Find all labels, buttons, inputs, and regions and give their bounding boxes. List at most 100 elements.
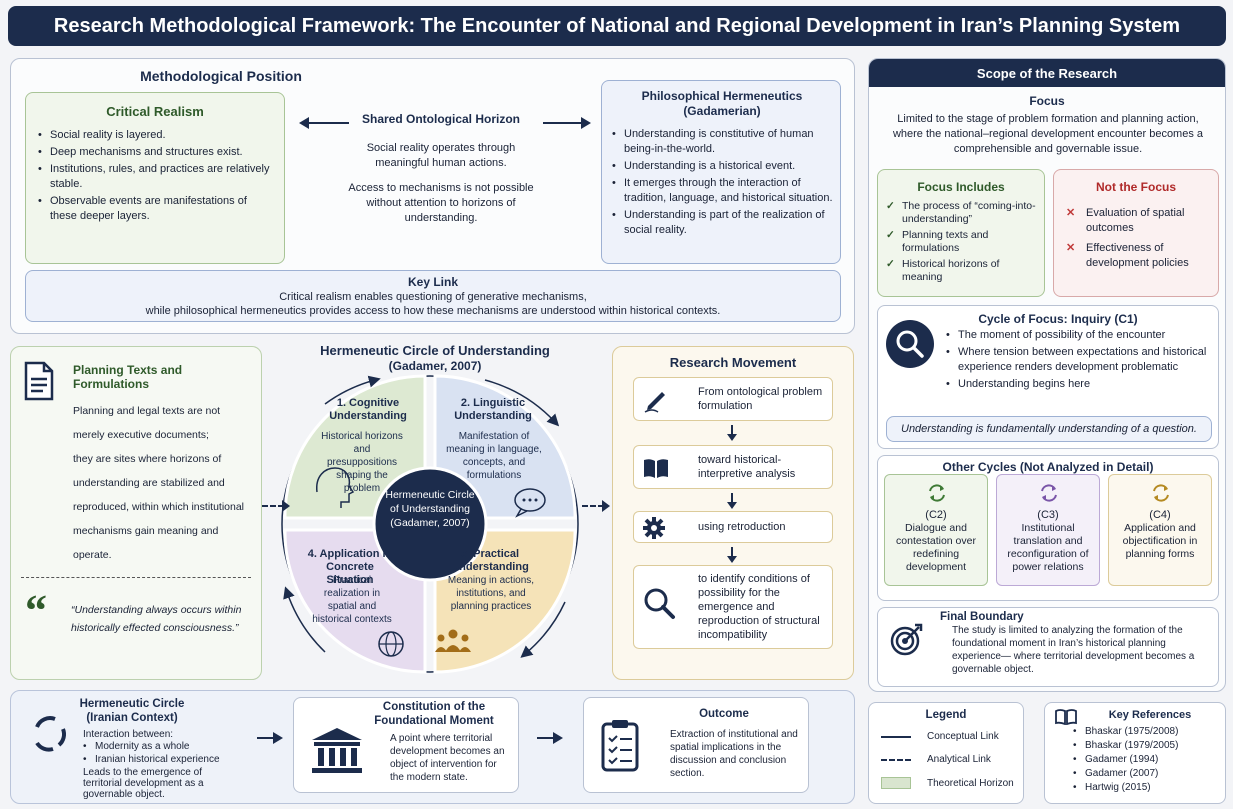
- q4-desc: Practical realization in spatial and his…: [312, 575, 392, 625]
- down-arrow: [727, 493, 737, 509]
- bank-icon: [312, 728, 362, 773]
- pen-icon: [644, 392, 665, 413]
- other-cycles-heading: Other Cycles (Not Analyzed in Detail): [942, 460, 1154, 474]
- cycle-focus-box: Cycle of Focus: Inquiry (C1) The moment …: [877, 305, 1219, 449]
- circle-heading: Hermeneutic Circle of Understanding: [320, 343, 550, 358]
- people-icon: [435, 629, 471, 652]
- bottom-circle-outro: Leads to the emergence of territorial de…: [83, 767, 204, 800]
- bottom-circle-intro: Interaction between:: [83, 729, 174, 740]
- legend-item: Analytical Link: [927, 754, 991, 765]
- list-item: Iranian historical experience: [83, 753, 283, 766]
- planning-texts-panel: Planning Texts and Formulations Planning…: [10, 346, 262, 680]
- document-icon: [24, 361, 54, 401]
- step-text: toward historical-interpretive analysis: [698, 454, 796, 480]
- other-cycles-box: Other Cycles (Not Analyzed in Detail) (C…: [877, 455, 1219, 601]
- list-item: Understanding is a historical event.: [612, 159, 838, 174]
- list-item: It emerges through the interaction of tr…: [612, 176, 838, 206]
- focus-includes-box: Focus Includes The process of “coming-in…: [877, 169, 1045, 297]
- cycle-focus-heading: Cycle of Focus: Inquiry (C1): [978, 312, 1138, 326]
- analytical-link-left: [262, 505, 284, 507]
- q2-title: 2. Linguistic Understanding: [454, 397, 532, 422]
- theoretical-horizon-swatch: [881, 777, 911, 789]
- bottom-circle-heading: Hermeneutic Circle (Iranian Context): [79, 698, 185, 724]
- quote-icon: “: [25, 586, 47, 635]
- foundational-moment-box: Constitution of the Foundational Moment …: [293, 697, 519, 793]
- shared-horizon-text-2: Access to mechanisms is not possible wit…: [348, 182, 534, 224]
- movement-step-4: to identify conditions of possibility fo…: [633, 565, 833, 649]
- search-icon: [644, 588, 675, 619]
- references-box: Key References Bhaskar (1975/2008) Bhask…: [1044, 702, 1226, 804]
- list-item: Planning texts and formulations: [886, 229, 1042, 255]
- hermeneutics-box: Philosophical Hermeneutics (Gadamerian) …: [601, 80, 841, 264]
- research-movement-panel: Research Movement From ontological probl…: [612, 346, 854, 680]
- critical-realism-heading: Critical Realism: [106, 104, 204, 119]
- book-icon: [1055, 709, 1077, 725]
- cycle-desc: Dialogue and contestation over redefinin…: [896, 522, 976, 573]
- cycle-code: (C3): [1037, 509, 1059, 521]
- planning-texts-quote: “Understanding always occurs within hist…: [71, 604, 242, 634]
- q3-title: 3. Practical Understanding: [451, 548, 529, 573]
- movement-step-2: toward historical-interpretive analysis: [633, 445, 833, 489]
- list-item: Bhaskar (1975/2008): [1073, 725, 1223, 739]
- not-focus-box: Not the Focus Evaluation of spatial outc…: [1053, 169, 1219, 297]
- arrowhead: [282, 500, 290, 512]
- cycle-desc: Application and objectification in plann…: [1122, 522, 1198, 560]
- movement-step-1: From ontological problem formulation: [633, 377, 833, 421]
- step-text: to identify conditions of possibility fo…: [698, 573, 820, 641]
- list-item: Where tension between expectations and h…: [946, 345, 1208, 375]
- chat-icon: [514, 488, 546, 518]
- analytical-link-swatch: [881, 759, 911, 761]
- head-icon: [316, 467, 355, 508]
- cycle-focus-quote: Understanding is fundamentally understan…: [901, 423, 1197, 435]
- outcome-text: Extraction of institutional and spatial …: [670, 729, 798, 779]
- list-item: Gadamer (2007): [1073, 767, 1223, 781]
- list-item: Deep mechanisms and structures exist.: [38, 145, 276, 160]
- cycle-arrows-icon: [35, 716, 67, 752]
- list-item: Modernity as a whole: [83, 740, 283, 753]
- cycle-arrows-icon: [1041, 484, 1057, 502]
- cycle-focus-quote-box: Understanding is fundamentally understan…: [886, 416, 1212, 442]
- planning-texts-p2: they are sites where horizons of underst…: [73, 453, 245, 561]
- key-link-box: Key Link Critical realism enables questi…: [25, 270, 841, 322]
- cycle-desc: Institutional translation and reconfigur…: [1007, 522, 1089, 573]
- not-focus-list: Evaluation of spatial outcomes Effective…: [1066, 206, 1212, 276]
- down-arrow: [727, 425, 737, 441]
- analytical-link-right: [582, 505, 604, 507]
- target-icon: [890, 623, 923, 656]
- shared-horizon-text-1: Social reality operates through meaningf…: [366, 142, 516, 169]
- cycle-focus-list: The moment of possibility of the encount…: [946, 328, 1208, 394]
- cycle-code: (C4): [1149, 509, 1171, 521]
- critical-realism-box: Critical Realism Social reality is layer…: [25, 92, 285, 264]
- scope-header-bar: [869, 59, 1225, 87]
- step-text: using retroduction: [698, 521, 786, 533]
- foundational-text: A point where territorial development be…: [390, 733, 505, 783]
- shared-horizon-heading: Shared Ontological Horizon: [361, 112, 520, 126]
- divider: [21, 577, 251, 578]
- key-link-line-1: Critical realism enables questioning of …: [279, 291, 587, 303]
- hermeneutic-circle-diagram: [281, 374, 579, 674]
- research-movement-heading: Research Movement: [669, 355, 797, 370]
- cycle-arrows-icon: [929, 484, 945, 502]
- right-arrow: [537, 732, 563, 744]
- list-item: Observable events are manifestations of …: [38, 194, 276, 224]
- q2-desc: Manifestation of meaning in language, co…: [446, 431, 542, 481]
- circle-subheading: (Gadamer, 2007): [388, 359, 482, 373]
- list-item: Gadamer (1994): [1073, 753, 1223, 767]
- list-item: Evaluation of spatial outcomes: [1066, 206, 1212, 236]
- planning-texts-p1: Planning and legal texts are not merely …: [73, 405, 221, 441]
- cycle-code: (C2): [925, 509, 947, 521]
- list-item: The moment of possibility of the encount…: [946, 328, 1208, 343]
- page-title: Research Methodological Framework: The E…: [8, 6, 1226, 46]
- down-arrow: [727, 547, 737, 563]
- list-item: Hartwig (2015): [1073, 781, 1223, 795]
- legend-box: Legend Conceptual Link Analytical Link T…: [868, 702, 1024, 804]
- methodological-position-heading: Methodological Position: [140, 68, 302, 84]
- right-arrow: [257, 732, 283, 744]
- key-link-heading: Key Link: [407, 275, 458, 289]
- bottom-band-panel: Hermeneutic Circle (Iranian Context) Int…: [10, 690, 855, 804]
- cycle-c4: (C4) Application and objectification in …: [1108, 474, 1212, 586]
- key-link-line-2: while philosophical hermeneutics provide…: [145, 305, 721, 317]
- not-focus-heading: Not the Focus: [1096, 180, 1176, 194]
- gear-icon: [643, 517, 665, 539]
- book-icon: [644, 459, 668, 478]
